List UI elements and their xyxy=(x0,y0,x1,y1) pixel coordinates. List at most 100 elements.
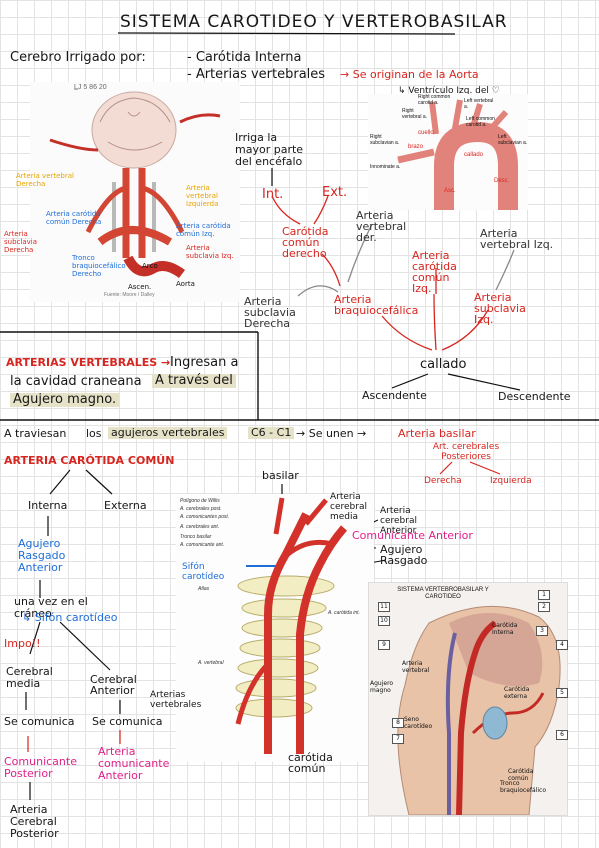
figure-head-arteries: L̲J 5 86 20 Fuente: Moore / Dalley xyxy=(30,82,240,302)
figure-neck-dissection: SISTEMA VERTEBROBASILAR Y CAROTIDEO xyxy=(368,582,568,816)
label-right-vertebral: Right vertebral a. xyxy=(402,108,428,120)
label-ascending: Ascen. xyxy=(128,283,152,291)
willis-comunicantes-post: A. comunicantes post. xyxy=(180,514,230,520)
neck-num-left-3: 9 xyxy=(378,640,390,650)
neck-num-left-2: 10 xyxy=(378,616,390,626)
tree-ascendente: Ascendente xyxy=(362,389,427,402)
neck-num-right-3: 3 xyxy=(536,626,548,636)
tree-arteria-subclavia-derecha: Arteria subclavia Derecha xyxy=(244,295,296,330)
carotida-comunicante-posterior: Comunicante Posterior xyxy=(4,755,77,780)
carotida-se-comunica-1: Se comunica xyxy=(4,715,75,728)
basilar-art-cerebrales: Art. cerebrales Posteriores xyxy=(432,442,500,462)
intro-aorta-note: → Se originan de la Aorta xyxy=(340,68,479,81)
label-aorta: Aorta xyxy=(176,280,195,288)
intro-label: Cerebro Irrigado por: xyxy=(10,50,146,65)
willis-sifon-carotideo: Sifón carotídeo xyxy=(182,562,225,582)
label-left-subclavian: Left subclavian a. xyxy=(498,134,528,146)
label-left-vertebral: Left vertebral a. xyxy=(464,98,494,110)
willis-tronco-basilar: Tronco basilar xyxy=(180,534,212,540)
willis-a-vertebral: A. vertebral xyxy=(198,660,224,666)
neck-num-left-1: 11 xyxy=(378,602,390,612)
atraviesan-basilar: Arteria basilar xyxy=(398,427,476,440)
neck-arteria-vertebral: Arteria vertebral xyxy=(402,660,430,674)
neck-carotida-interna: Carótida Interna xyxy=(492,622,518,636)
carotida-title: ARTERIA CARÓTIDA COMÚN xyxy=(4,454,175,467)
willis-agujero-rasgado: Agujero Rasgado xyxy=(380,543,428,567)
label-arch: Arco xyxy=(142,262,158,270)
willis-cerebrales-post: A. cerebrales post. xyxy=(180,506,222,512)
willis-comunicante-anterior: Comunicante Anterior xyxy=(352,529,473,542)
basilar-derecha: Derecha xyxy=(424,476,462,486)
neck-num-left-4: 8 xyxy=(392,718,404,728)
vertebrales-title: ARTERIAS VERTEBRALES → xyxy=(6,356,171,369)
label-subclavian-right: Arteria subclavia Derecha xyxy=(4,230,37,254)
carotida-externa: Externa xyxy=(104,499,147,512)
carotida-cerebral-anterior: Cerebral Anterior xyxy=(90,673,137,697)
willis-cerebrales-ant: A. cerebrales ant. xyxy=(180,524,220,530)
atraviesan-los: los xyxy=(86,427,102,440)
atraviesan-prefix: A traviesan xyxy=(4,427,67,440)
carotida-una-vez: una vez en el cráneo xyxy=(14,595,88,620)
carotida-comunicante-anterior: Arteria comunicante Anterior xyxy=(98,745,170,782)
carotida-interna: Interna xyxy=(28,499,68,512)
willis-spine-drawing xyxy=(235,497,348,754)
tree-arteria-subclavia-izq: Arteria subclavia Izq. xyxy=(474,291,526,326)
tree-int: Int. xyxy=(262,187,284,202)
tree-arteria-vertebral-izq: Arteria vertebral Izq. xyxy=(480,227,554,251)
neck-num-left-5: 7 xyxy=(392,734,404,744)
label-cuello: cuello xyxy=(418,130,434,136)
willis-carotida-int: A. carótida int. xyxy=(328,610,360,616)
label-left-common: Left common carotid a. xyxy=(466,116,495,128)
carotida-impo: Impo!! xyxy=(4,637,41,650)
figure-credit: Fuente: Moore / Dalley xyxy=(104,292,155,298)
atraviesan-range: C6 - C1 xyxy=(248,427,295,439)
neck-num-right-5: 5 xyxy=(556,688,568,698)
neck-num-right-4: 4 xyxy=(556,640,568,650)
willis-atlas: Atlas xyxy=(198,586,210,592)
page-title: SISTEMA CAROTIDEO Y VERTEROBASILAR xyxy=(120,12,508,32)
label-right-subclavian: Right subclavian a. xyxy=(370,134,400,146)
label-brachiocephalic: Tronco braquiocefálico Derecho xyxy=(72,254,126,278)
carotida-se-comunica-2: Se comunica xyxy=(92,715,163,728)
label-asc: Asc. xyxy=(444,188,456,194)
tree-carotida-comun-izq: Arteria carótida común Izq. xyxy=(412,249,457,295)
head-arteries-drawing xyxy=(49,91,221,279)
neck-tronco-braquiocefalico: Tronco braquiocefálico xyxy=(500,780,546,794)
figure-aortic-arch: Right vertebral a. Left vertebral a. Rig… xyxy=(368,94,528,210)
neck-carotida-comun: Carótida común xyxy=(508,768,534,782)
tree-callado: callado xyxy=(420,357,467,372)
neck-num-right-6: 6 xyxy=(556,730,568,740)
neck-num-right-2: 2 xyxy=(538,602,550,612)
basilar-izquierda: Izquierda xyxy=(490,476,532,486)
carotida-sifon: ↳ Sifón carotídeo xyxy=(22,611,118,624)
willis-poligono: Polígono de Willis xyxy=(180,498,220,504)
tree-arteria-braquiocefalica: Arteria braquiocefálica xyxy=(334,293,419,317)
label-vertebral-right: Arteria vertebral Derecha xyxy=(16,172,74,188)
willis-arteria-cerebral-media: Arteria cerebral media xyxy=(330,492,367,522)
label-carotid-common-left: Arteria carótida común Izq. xyxy=(176,222,231,238)
willis-basilar: basilar xyxy=(262,469,299,482)
neck-carotida-externa: Carótida externa xyxy=(504,686,530,700)
label-vertebral-left: Arteria vertebral Izquierda xyxy=(186,184,219,208)
carotida-cerebral-posterior: Arteria Cerebral Posterior xyxy=(10,803,59,840)
tree-descendente: Descendente xyxy=(498,390,571,403)
neck-drawing xyxy=(397,605,561,815)
neck-seno-carotideo: Seno carotídeo xyxy=(404,716,433,730)
vertebrales-text3: A través del xyxy=(152,374,236,388)
figure-willis-spine: Polígono de Willis A. cerebrales post. A… xyxy=(176,494,374,762)
neck-agujero-magno: Agujero magno xyxy=(370,680,394,694)
willis-arterias-vertebrales: Arterias vertebrales xyxy=(150,690,202,710)
neck-title: SISTEMA VERTEBROBASILAR Y CAROTIDEO xyxy=(397,587,489,600)
figure-corner-text: L̲J 5 86 20 xyxy=(74,84,107,91)
label-desc: Desc. xyxy=(494,178,510,184)
intro-item-carotid: - Carótida Interna xyxy=(187,50,302,65)
willis-arteria-cerebral-anterior: Arteria cerebral Anterior xyxy=(380,506,417,536)
tree-carotida-comun-derecho: Carótida común derecho xyxy=(282,225,329,260)
tree-arteria-vertebral-der: Arteria vertebral der. xyxy=(356,209,407,244)
vertebrales-text1: Ingresan a xyxy=(170,355,239,370)
atraviesan-highlight: agujeros vertebrales xyxy=(108,427,228,439)
willis-comunicante-ant: A. comunicante ant. xyxy=(180,542,225,548)
tree-ext: Ext. xyxy=(322,185,348,200)
